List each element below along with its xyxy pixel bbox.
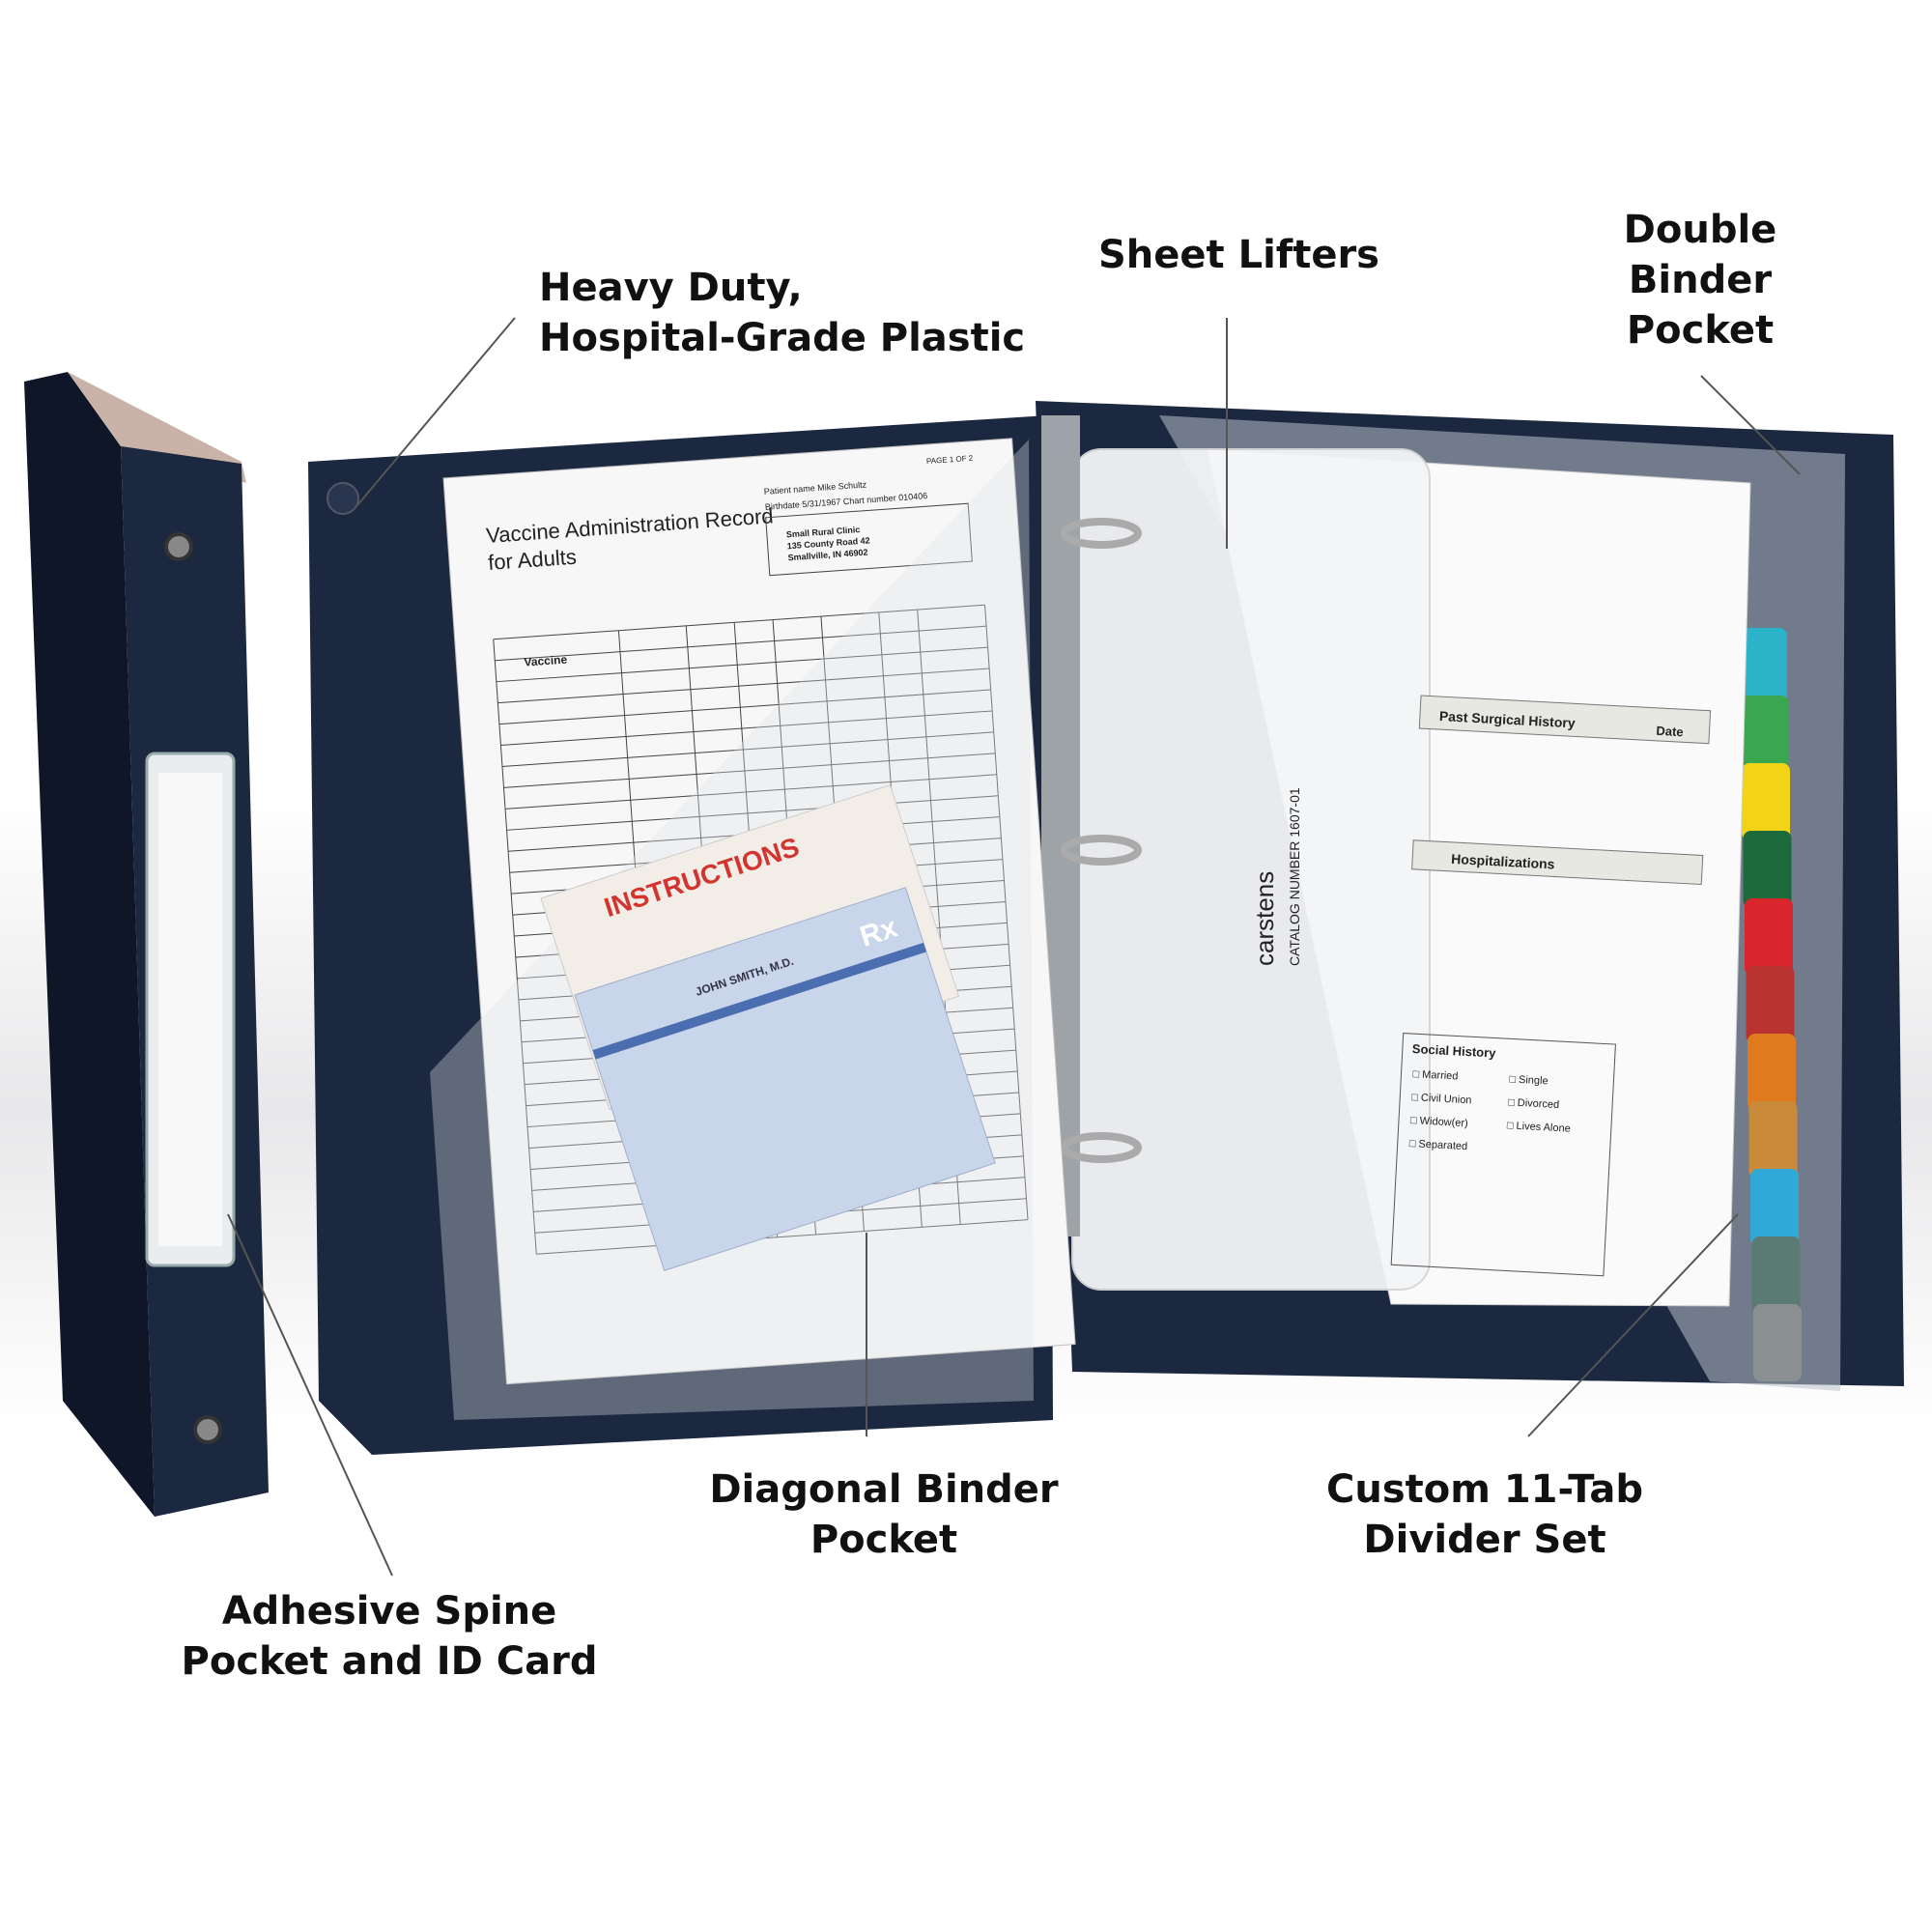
table-rule xyxy=(493,639,537,1255)
callout-lifters: Sheet Lifters xyxy=(1098,230,1379,280)
callout-line: Sheet Lifters xyxy=(1098,233,1379,277)
divider-tabs xyxy=(1739,628,1802,1381)
leader-plastic xyxy=(356,317,516,506)
rivet-icon xyxy=(164,532,193,561)
callout-line: Custom 11-Tab xyxy=(1326,1467,1643,1512)
table-rule xyxy=(505,774,997,810)
social-history-heading: Social History xyxy=(1412,1041,1497,1061)
callout-plastic: Heavy Duty, Hospital-Grade Plastic xyxy=(539,263,1025,363)
table-rule xyxy=(495,625,987,662)
leader-tabs xyxy=(1527,1213,1739,1437)
divider-tab[interactable] xyxy=(1740,696,1789,773)
date-label: Date xyxy=(1656,724,1684,739)
divider-tab[interactable] xyxy=(1739,628,1787,705)
callout-spine: Adhesive Spine Pocket and ID Card xyxy=(177,1586,602,1687)
callout-line: Heavy Duty, xyxy=(539,266,803,310)
emblem-icon xyxy=(327,482,359,515)
callout-line: Binder xyxy=(1628,258,1773,302)
callout-line: Hospital-Grade Plastic xyxy=(539,316,1026,360)
prescription-pad: JOHN SMITH, M.D. Rx xyxy=(574,887,996,1271)
table-rule xyxy=(984,605,1029,1220)
social-option: □ Single xyxy=(1509,1073,1548,1087)
table-rule xyxy=(501,731,994,767)
social-option: □ Lives Alone xyxy=(1507,1120,1572,1134)
divider-tab[interactable] xyxy=(1745,898,1793,976)
callout-tabs: Custom 11-Tab Divider Set xyxy=(1292,1464,1678,1565)
divider-tab[interactable] xyxy=(1748,1101,1798,1179)
spine-id-card xyxy=(158,773,222,1246)
callout-double-pocket: Double Binder Pocket xyxy=(1623,205,1777,355)
table-rule xyxy=(498,689,991,725)
callout-line: Divider Set xyxy=(1363,1518,1606,1562)
table-rule xyxy=(493,604,985,640)
vaccine-column: Vaccine xyxy=(524,653,568,669)
social-option: □ Married xyxy=(1412,1068,1459,1082)
divider-tab[interactable] xyxy=(1743,831,1792,908)
table-rule xyxy=(497,668,990,704)
callout-line: Double xyxy=(1623,208,1777,252)
callout-line: Pocket xyxy=(1626,308,1775,353)
callout-line: Pocket and ID Card xyxy=(181,1639,598,1684)
callout-line: Diagonal Binder xyxy=(709,1467,1059,1512)
table-rule xyxy=(500,710,993,747)
table-rule xyxy=(503,753,996,788)
social-option: □ Divorced xyxy=(1508,1096,1560,1111)
leader-spine xyxy=(227,1213,393,1577)
divider-tab[interactable] xyxy=(1742,763,1790,840)
table-rule xyxy=(496,646,988,683)
divider-tab[interactable] xyxy=(1750,1169,1799,1246)
lifter-brand: carstens xyxy=(1250,871,1279,966)
callout-diagonal-pocket: Diagonal Binder Pocket xyxy=(691,1464,1077,1565)
social-option: □ Widow(er) xyxy=(1410,1115,1468,1129)
lifter-catalog: CATALOG NUMBER 1607-01 xyxy=(1287,787,1302,966)
leader-double-pocket xyxy=(1700,375,1801,475)
callout-line: Adhesive Spine xyxy=(221,1589,557,1634)
callout-line: Pocket xyxy=(810,1518,958,1562)
closed-binder xyxy=(24,372,269,1517)
leader-lines xyxy=(227,317,1801,1577)
sheet-lifter xyxy=(1071,448,1431,1291)
hospitalizations-heading: Hospitalizations xyxy=(1451,851,1555,872)
divider-tab[interactable] xyxy=(1753,1304,1802,1381)
divider-tab[interactable] xyxy=(1751,1236,1801,1314)
page-label: PAGE 1 OF 2 xyxy=(926,454,974,466)
past-surgical-heading: Past Surgical History xyxy=(1439,708,1577,730)
table-rule xyxy=(536,1219,1029,1255)
table-rule xyxy=(506,795,999,831)
social-option: □ Civil Union xyxy=(1411,1092,1472,1106)
divider-tab[interactable] xyxy=(1746,966,1795,1043)
rivet-icon xyxy=(193,1415,222,1444)
social-option: □ Separated xyxy=(1408,1138,1467,1152)
divider-tab[interactable] xyxy=(1747,1034,1796,1111)
